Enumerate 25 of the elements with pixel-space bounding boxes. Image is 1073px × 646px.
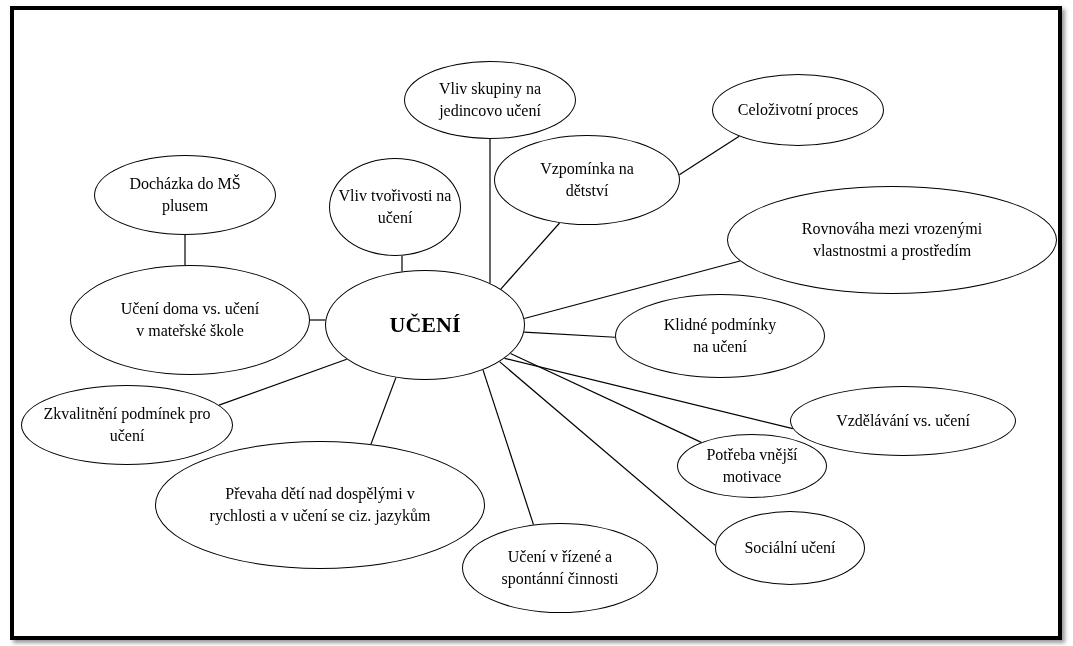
connector-line xyxy=(370,377,397,445)
connector-line xyxy=(523,331,616,338)
topic-text: Zkvalitnění podmínek pro učení xyxy=(42,404,212,446)
topic-text: Rovnováha mezi vrozenými vlastnostmi a prostředím xyxy=(800,219,984,262)
topic-text: Učení doma vs. učení v mateřské škole xyxy=(119,299,261,341)
topic-text: Potřeba vnější motivace xyxy=(705,445,799,487)
topic-text: Klidné podmínky na učení xyxy=(662,315,778,357)
connector-line xyxy=(523,260,741,320)
connector-line xyxy=(218,358,348,406)
topic-text: Vzdělávání vs. učení xyxy=(836,411,970,432)
connector-line xyxy=(309,319,326,321)
connector-line xyxy=(509,352,702,443)
topic-text: Sociální učení xyxy=(744,538,836,559)
topic-text: Vliv skupiny na jedincovo učení xyxy=(437,79,543,122)
topic-text: Převaha dětí nad dospělými v rychlosti a v učení se ciz. jazykům xyxy=(208,484,432,527)
connector-line xyxy=(498,361,716,546)
topic-text: Celoživotní proces xyxy=(737,100,859,121)
topic-text: Učení v řízené a spontánní činnosti xyxy=(500,547,620,590)
connector-line xyxy=(678,135,740,176)
topic-text: Vzpomínka na dětství xyxy=(539,159,635,201)
topic-text: Docházka do MŠ plusem xyxy=(128,173,242,217)
connector-line xyxy=(184,234,186,266)
central-topic-text: UČENÍ xyxy=(389,311,461,339)
connector-line xyxy=(489,138,491,284)
topic-text: Vliv tvořivosti na učení xyxy=(338,186,452,228)
